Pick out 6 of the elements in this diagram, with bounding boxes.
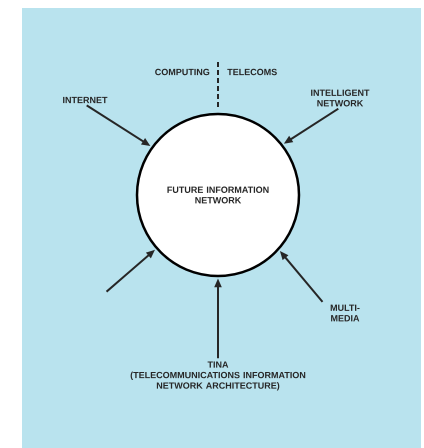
- label: TELECOMS: [227, 68, 277, 76]
- label: COMPUTING: [155, 68, 210, 76]
- node-label: MULTI-MEDIA: [330, 304, 360, 322]
- node-label: TINA (TELECOMMUNICATIONS INFORMATION NETWORK ARCHITECTURE): [130, 361, 306, 391]
- node-label: INTELLIGENT NETWORK: [311, 90, 370, 106]
- node-label: INTERNET: [63, 96, 108, 104]
